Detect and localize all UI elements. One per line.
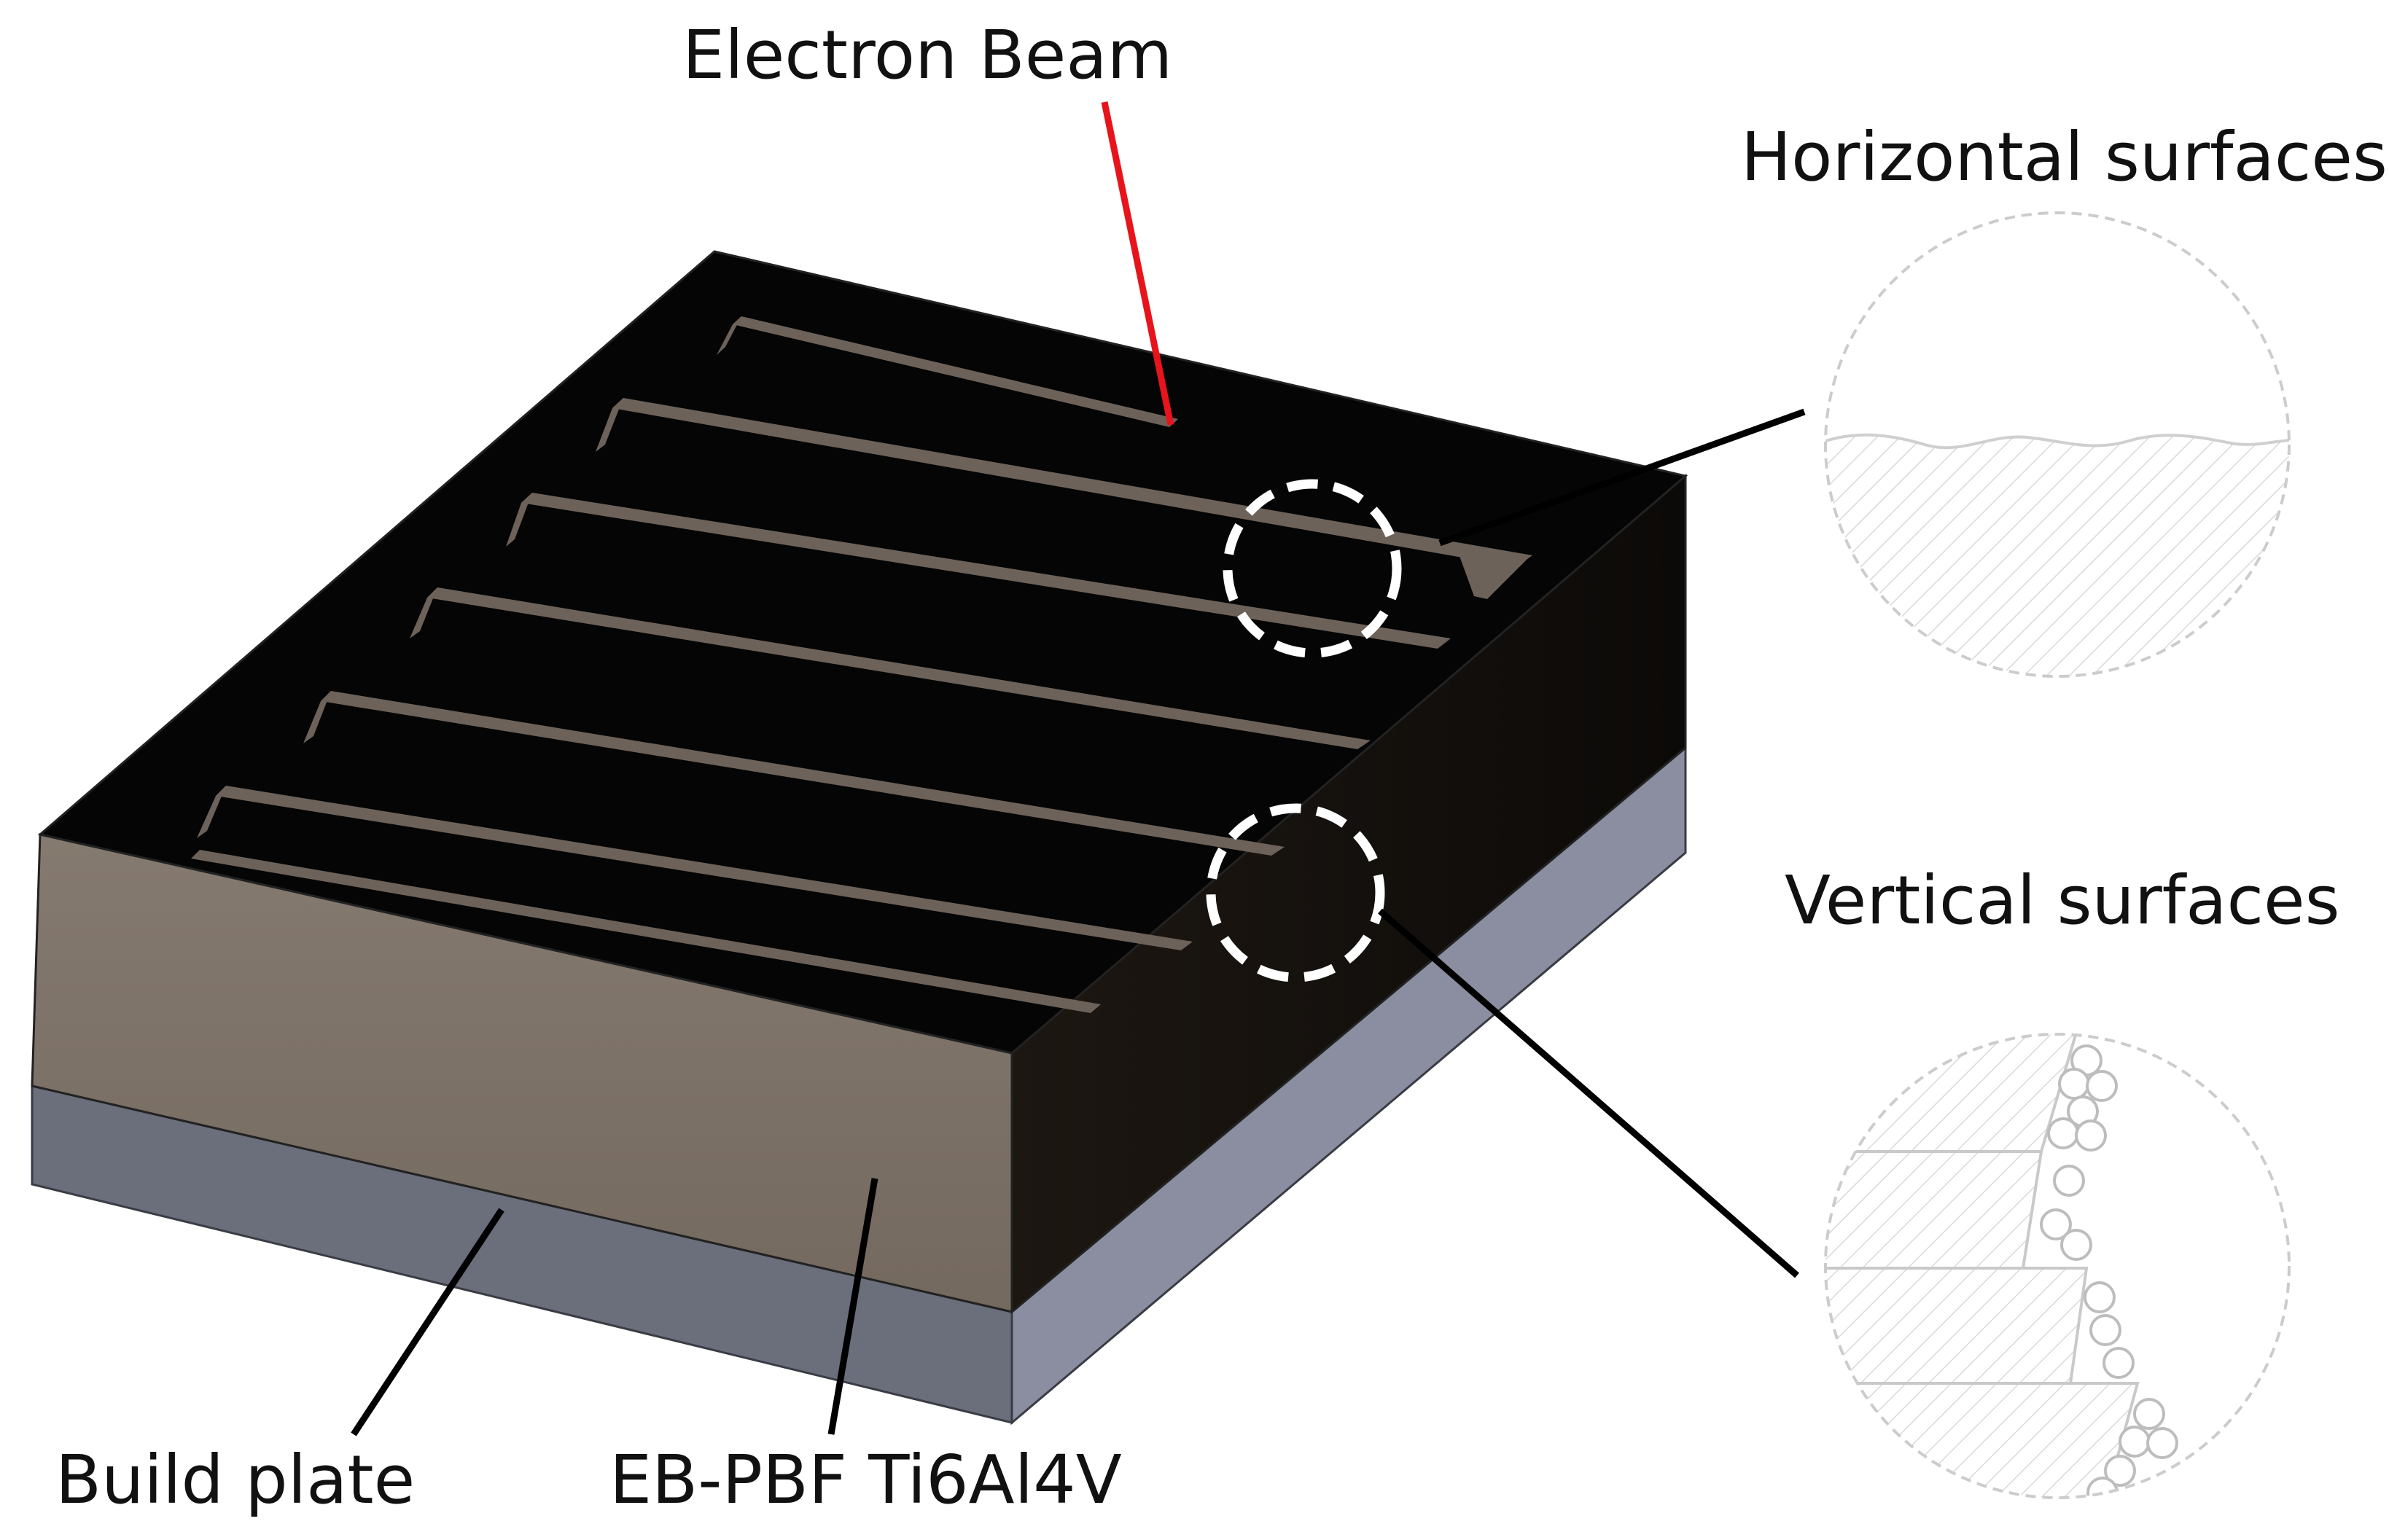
horizontal-surface-zoom: [1824, 211, 2291, 678]
build-plate-pointer: [351, 1208, 504, 1437]
scan-track: [197, 786, 226, 838]
scan-track: [303, 691, 331, 743]
horizontal-surface-highlight: [1223, 479, 1402, 658]
scan-track: [216, 786, 1193, 950]
part-block: [31, 250, 1688, 1315]
vertical-callout-line: [1378, 908, 1799, 1278]
material-label: EB-PBF Ti6Al4V: [609, 1441, 1122, 1519]
scan-track: [596, 398, 623, 452]
block-top-face: [37, 250, 1688, 1055]
scan-track: [427, 587, 1371, 749]
scan-track: [612, 398, 1532, 567]
scan-track: [321, 691, 1285, 856]
vertical-surfaces-label: Vertical surfaces: [1785, 861, 2340, 939]
horizontal-callout-line: [1438, 408, 1806, 547]
material-pointer: [827, 1178, 878, 1435]
scan-track: [1457, 548, 1531, 599]
scan-track: [191, 850, 1101, 1013]
build-plate-label: Build plate: [55, 1441, 416, 1519]
electron-beam: [1101, 101, 1174, 426]
scan-track: [717, 316, 741, 355]
electron-beam-label: Electron Beam: [682, 16, 1173, 94]
scan-track: [521, 493, 1451, 649]
scan-track: [506, 493, 532, 547]
scan-track: [733, 316, 1178, 427]
vertical-surface-highlight: [1206, 803, 1385, 982]
scan-track: [410, 587, 437, 638]
vertical-surface-zoom: [1824, 1033, 2291, 1499]
scan-tracks: [191, 316, 1532, 1013]
horizontal-surfaces-label: Horizontal surfaces: [1741, 118, 2388, 196]
